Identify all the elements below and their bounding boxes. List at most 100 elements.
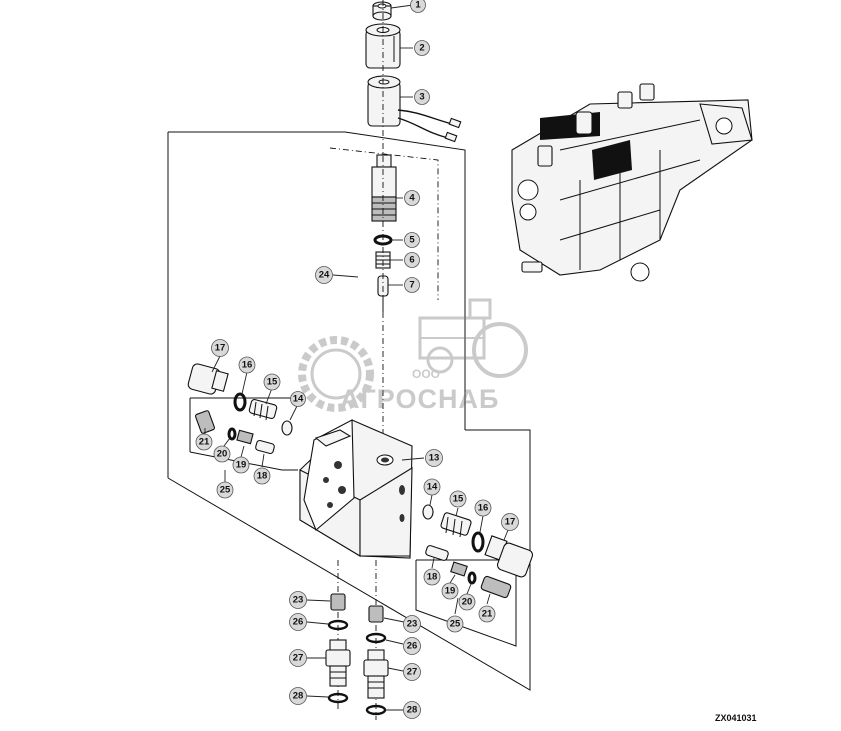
part-26-ring-bottom-right [365,632,387,644]
callout-part-20-left: 20 [213,445,231,463]
svg-text:17: 17 [215,343,226,354]
part-18-piston-left [255,439,275,455]
part-27-adapter-bottom-left [325,639,351,687]
part-4-cartridge [371,154,397,222]
svg-text:23: 23 [407,619,418,630]
svg-text:14: 14 [293,394,304,405]
part-16-ring-left [233,392,247,412]
callout-part-4: 4 [404,190,420,206]
part-21-fitting-left [195,410,215,434]
svg-text:1: 1 [415,0,421,11]
part-26-ring-bottom-left [327,619,349,631]
part-1-nut [372,1,392,21]
part-23-plug-bottom-right [368,605,384,623]
part-17-plug-left [187,363,229,395]
part-27-adapter-bottom-right [363,649,389,699]
callout-part-13: 13 [425,449,443,467]
valve-bank-overview [511,83,753,282]
svg-text:27: 27 [293,653,304,664]
callout-part-16-right: 16 [474,499,492,517]
callout-part-7: 7 [404,277,420,293]
svg-text:4: 4 [409,193,415,204]
callout-part-14-right: 14 [423,478,441,496]
callout-part-28-right: 28 [403,701,421,719]
bottom-fittings-right [363,560,389,720]
callout-part-6: 6 [404,252,420,268]
svg-text:2: 2 [419,43,424,54]
svg-text:27: 27 [407,667,418,678]
svg-text:19: 19 [236,460,247,471]
part-18-piston-right [425,545,449,561]
part-19-spring-left [236,429,254,445]
callout-part-27-right: 27 [403,663,421,681]
callout-part-19-left: 19 [232,456,250,474]
part-20-ring-left [227,427,237,441]
svg-text:18: 18 [427,572,438,583]
svg-text:16: 16 [242,360,253,371]
svg-text:19: 19 [445,586,456,597]
gear-icon [298,336,374,412]
svg-text:26: 26 [293,617,304,628]
svg-text:20: 20 [217,449,228,460]
svg-text:24: 24 [319,270,330,281]
leader-lines [204,4,509,711]
callout-part-15-left: 15 [263,373,281,391]
part-15-cartridge-right [440,512,472,538]
callout-part-25-right: 25 [446,615,464,633]
part-3-coil [367,75,462,143]
callout-part-26-left: 26 [289,613,307,631]
svg-text:25: 25 [450,619,461,630]
top-part-stack [365,0,462,440]
svg-text:25: 25 [220,485,231,496]
callout-part-19-right: 19 [441,582,459,600]
svg-text:21: 21 [482,609,493,620]
part-14-washer-right [422,504,434,520]
svg-text:3: 3 [419,92,424,103]
callout-part-23-left: 23 [289,591,307,609]
callout-part-21-right: 21 [478,605,496,623]
svg-text:14: 14 [427,482,438,493]
part-21-fitting-right [480,575,512,599]
part-19-spring-right [450,561,468,577]
part-16-ring-right [471,531,485,553]
part-28-ring-bottom-left [327,692,349,704]
bottom-fittings-left [325,560,351,710]
callout-part-17-right: 17 [501,513,519,531]
svg-text:13: 13 [429,453,440,464]
part-28-ring-bottom-right [365,704,387,716]
svg-text:21: 21 [199,437,210,448]
callout-part-21-left: 21 [195,433,213,451]
callout-part-15-right: 15 [449,490,467,508]
svg-text:17: 17 [505,517,516,528]
part-20-ring-right [467,571,477,585]
svg-text:18: 18 [257,471,268,482]
part-17-plug-right [484,535,534,578]
callout-part-1: 1 [410,0,426,13]
callout-part-17-left: 17 [211,339,229,357]
part-14-washer-left [281,420,293,436]
tractor-icon [418,298,528,378]
callout-part-14-left: 14 [290,391,306,407]
callout-part-24: 24 [315,266,333,284]
svg-text:5: 5 [409,235,415,246]
callout-part-18-left: 18 [253,467,271,485]
svg-text:26: 26 [407,641,418,652]
right-side-subassembly [415,504,534,647]
part-7-pin [377,275,389,312]
figure-id-label: ZX041031 [715,713,757,723]
svg-text:20: 20 [462,597,473,608]
svg-text:28: 28 [293,691,304,702]
part-15-cartridge-left [248,398,278,421]
callout-part-5: 5 [404,232,420,248]
callout-part-2: 2 [414,40,430,56]
watermark-main-text: АГРОСНАБ [340,384,499,414]
callout-part-18-right: 18 [423,568,441,586]
svg-text:15: 15 [267,377,278,388]
callout-part-25-left: 25 [216,481,234,499]
left-side-subassembly [187,363,298,471]
svg-text:6: 6 [409,255,414,266]
callout-part-20-right: 20 [458,593,476,611]
callout-part-26-right: 26 [403,637,421,655]
watermark-small-text: ООО [412,367,440,381]
